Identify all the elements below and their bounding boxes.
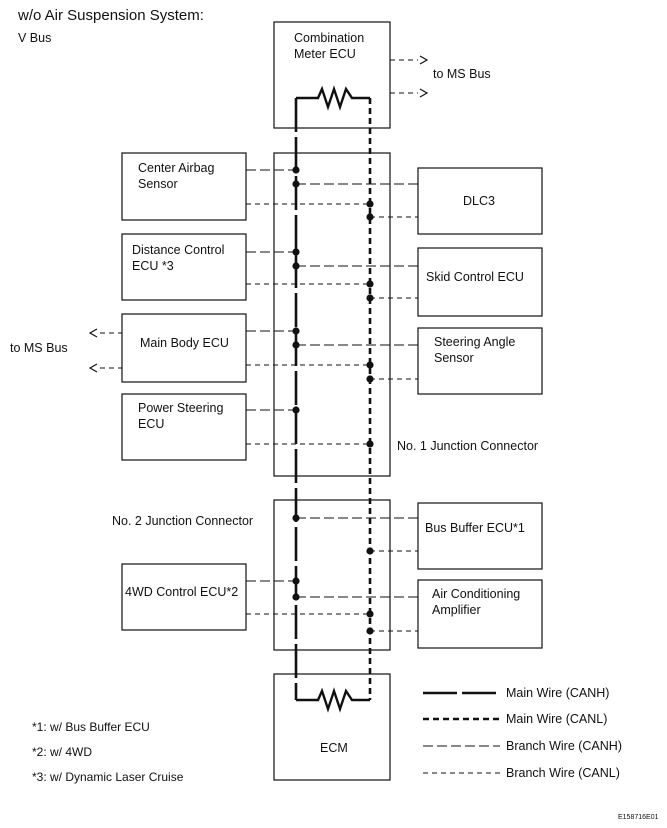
main-body-ecu-box <box>121 313 247 383</box>
legend-branch-canl-label: Branch Wire (CANL) <box>506 766 620 780</box>
terminator-resistor-top <box>296 85 370 111</box>
skid-control-ecu-box <box>417 247 543 317</box>
dlc3-label: DLC3 <box>463 194 495 208</box>
arrow-right-2 <box>419 88 429 98</box>
air-conditioning-amplifier-line1: Air Conditioning <box>432 587 521 601</box>
dot <box>292 514 300 522</box>
footnote-3: *3: w/ Dynamic Laser Cruise <box>32 770 184 784</box>
dot <box>366 627 374 635</box>
legend-main-canh-label: Main Wire (CANH) <box>506 686 610 700</box>
dot <box>366 361 374 369</box>
steering-angle-sensor-line1: Steering Angle <box>434 335 516 349</box>
main-body-ecu-label: Main Body ECU <box>140 336 229 350</box>
dlc3-box <box>417 167 543 235</box>
bus-buffer-ecu-label: Bus Buffer ECU*1 <box>425 521 525 535</box>
air-conditioning-amplifier-label: Air Conditioning Amplifier <box>432 586 520 618</box>
dot <box>366 375 374 383</box>
dot <box>292 166 300 174</box>
junction-connector-2-box <box>273 499 391 651</box>
dot <box>366 294 374 302</box>
power-steering-ecu-line2: ECU <box>138 417 165 431</box>
legend-main-canl-label: Main Wire (CANL) <box>506 712 608 726</box>
power-steering-ecu-box <box>121 393 247 461</box>
steering-angle-sensor-line2: Sensor <box>434 351 474 365</box>
ecm-label: ECM <box>320 741 348 755</box>
dot <box>292 406 300 414</box>
skid-control-ecu-label: Skid Control ECU <box>426 270 524 284</box>
arrow-left-2 <box>88 363 98 373</box>
dot <box>366 547 374 555</box>
distance-control-ecu-line1: Distance Control <box>132 243 225 257</box>
footnote-2: *2: w/ 4WD <box>32 745 93 759</box>
dot <box>366 280 374 288</box>
center-airbag-sensor-label: Center Airbag Sensor <box>138 160 214 192</box>
fourwd-control-ecu-label: 4WD Control ECU*2 <box>125 585 239 599</box>
steering-angle-sensor-label: Steering Angle Sensor <box>434 334 515 366</box>
dot <box>292 593 300 601</box>
dot <box>292 180 300 188</box>
dot <box>366 440 374 448</box>
junction-connector-1-label: No. 1 Junction Connector <box>397 439 539 453</box>
junction-connector-1-box <box>273 152 391 477</box>
distance-control-ecu-label: Distance Control ECU *3 <box>132 242 224 274</box>
distance-control-ecu-box <box>121 233 247 301</box>
combination-meter-ecu-box <box>273 21 391 129</box>
center-airbag-sensor-line2: Sensor <box>138 177 178 191</box>
dot <box>366 610 374 618</box>
combination-meter-ecu-line1: Combination <box>294 31 365 45</box>
arrow-left-1 <box>88 328 98 338</box>
distance-control-ecu-line2: ECU *3 <box>132 259 174 273</box>
ecm-box <box>273 673 391 781</box>
legend-branch-canh-label: Branch Wire (CANH) <box>506 739 622 753</box>
air-conditioning-amplifier-box <box>417 579 543 649</box>
air-conditioning-amplifier-line2: Amplifier <box>432 603 481 617</box>
figure-code: E158716E01 <box>618 814 659 821</box>
steering-angle-sensor-box <box>417 327 543 395</box>
dot <box>292 341 300 349</box>
dot <box>292 577 300 585</box>
power-steering-ecu-label: Power Steering ECU <box>138 400 223 432</box>
center-airbag-sensor-line1: Center Airbag <box>138 161 215 175</box>
power-steering-ecu-line1: Power Steering <box>138 401 224 415</box>
combination-meter-ecu-label: Combination Meter ECU <box>294 30 364 62</box>
footnote-1: *1: w/ Bus Buffer ECU <box>32 720 150 734</box>
dot <box>292 262 300 270</box>
bus-buffer-ecu-box <box>417 502 543 570</box>
dot <box>366 200 374 208</box>
diagram-title: w/o Air Suspension System: <box>18 7 204 24</box>
dot <box>292 248 300 256</box>
combination-meter-ecu-line2: Meter ECU <box>294 47 356 61</box>
dot <box>292 327 300 335</box>
to-ms-bus-right-label: to MS Bus <box>433 67 491 81</box>
dot <box>366 213 374 221</box>
center-airbag-sensor-box <box>121 152 247 221</box>
fourwd-control-ecu-box <box>121 563 247 631</box>
bus-label: V Bus <box>18 31 52 45</box>
arrow-right-1 <box>419 55 429 65</box>
junction-connector-2-label: No. 2 Junction Connector <box>112 514 254 528</box>
to-ms-bus-left-label: to MS Bus <box>10 341 68 355</box>
terminator-resistor-bottom <box>296 687 370 713</box>
